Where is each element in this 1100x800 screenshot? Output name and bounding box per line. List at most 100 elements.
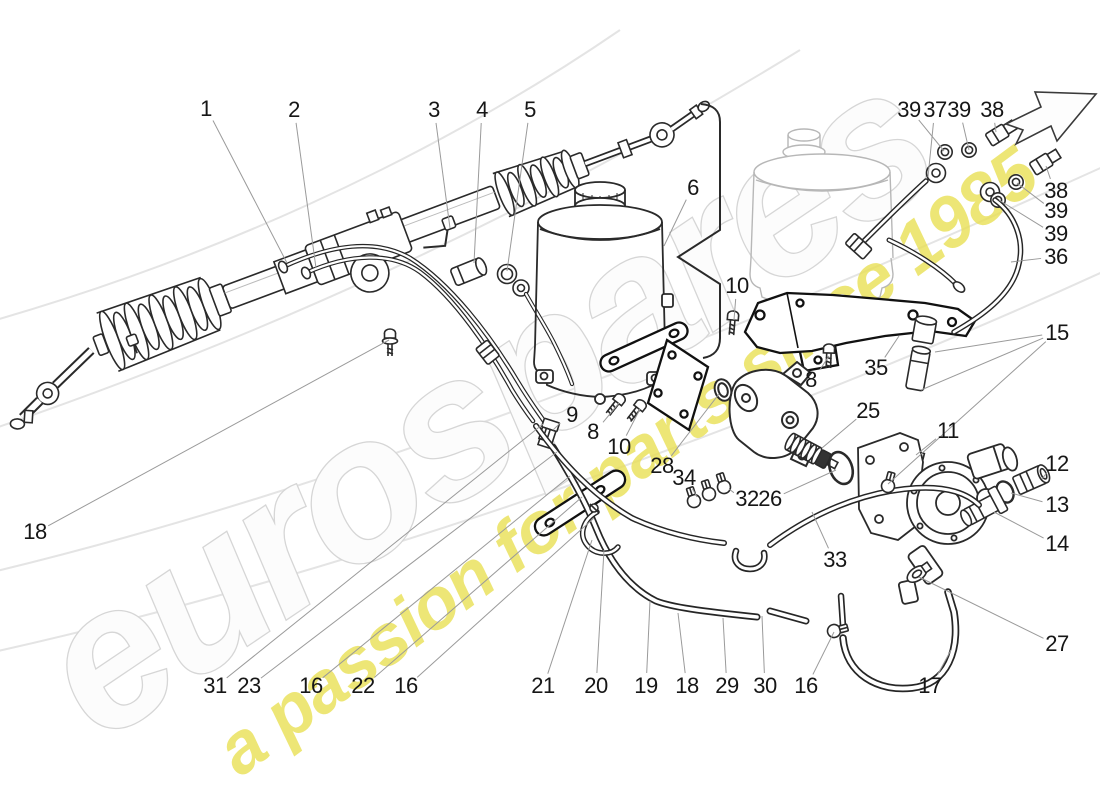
leader-line-38: [1045, 165, 1051, 180]
leader-line-27: [918, 576, 1044, 639]
callout-28[interactable]: 28: [650, 453, 674, 478]
leader-line-2: [295, 122, 317, 269]
leader-line-16: [416, 517, 595, 678]
leader-line-22: [374, 496, 583, 678]
clamp-32: [712, 470, 733, 496]
callout-23[interactable]: 23: [237, 673, 261, 698]
callout-16[interactable]: 16: [299, 673, 323, 698]
callout-10[interactable]: 10: [725, 273, 749, 298]
hook-clamp: [580, 503, 621, 556]
leader-line-14: [993, 511, 1044, 539]
clamp-29: [697, 477, 718, 503]
leader-line-9: [552, 422, 561, 431]
callout-17[interactable]: 17: [918, 673, 942, 698]
leader-line-28: [670, 393, 720, 457]
callout-16[interactable]: 16: [394, 673, 418, 698]
callout-8[interactable]: 8: [587, 419, 599, 444]
direction-arrow-icon: [1003, 91, 1098, 146]
callout-15[interactable]: 15: [1045, 320, 1069, 345]
callout-39[interactable]: 39: [1044, 221, 1068, 246]
spring-25: [784, 432, 839, 470]
callout-39[interactable]: 39: [1044, 198, 1068, 223]
callout-22[interactable]: 22: [351, 673, 375, 698]
callout-27[interactable]: 27: [1045, 631, 1069, 656]
leader-line-12: [1041, 472, 1047, 480]
o-ring-26: [827, 450, 855, 486]
rack-hoses: [277, 243, 575, 427]
leader-line-32: [728, 488, 735, 494]
callout-38[interactable]: 38: [1044, 178, 1068, 203]
banjo-hoses: [845, 119, 1063, 260]
leader-line-6: [663, 199, 687, 247]
callout-13[interactable]: 13: [1045, 492, 1069, 517]
callout-14[interactable]: 14: [1045, 531, 1069, 556]
callout-39[interactable]: 39: [897, 97, 921, 122]
leader-line-30: [761, 615, 765, 674]
callout-11[interactable]: 11: [937, 418, 959, 443]
callout-25[interactable]: 25: [856, 398, 880, 423]
fitting-14: [959, 485, 1009, 527]
drawing: [9, 100, 1063, 693]
leader-line-31: [226, 423, 544, 679]
callout-10[interactable]: 10: [607, 434, 631, 459]
bracket-35: [743, 291, 977, 373]
callout-37[interactable]: 37: [923, 97, 947, 122]
callout-1[interactable]: 1: [200, 96, 212, 121]
callout-5[interactable]: 5: [524, 97, 536, 122]
leader-line-15: [934, 334, 1043, 353]
leader-line-34: [692, 488, 698, 498]
leader-line-23: [260, 451, 558, 679]
callout-32[interactable]: 32: [735, 486, 759, 511]
screw-washer: [381, 328, 399, 356]
callout-26[interactable]: 26: [758, 486, 782, 511]
leader-line-15: [887, 341, 1047, 485]
callout-21[interactable]: 21: [531, 673, 555, 698]
callout-6[interactable]: 6: [687, 175, 699, 200]
leader-line-20: [596, 549, 605, 674]
leader-line-37: [927, 122, 934, 178]
callout-20[interactable]: 20: [584, 673, 608, 698]
return-hoses: [837, 588, 960, 693]
callout-18[interactable]: 18: [675, 673, 699, 698]
callout-16[interactable]: 16: [794, 673, 818, 698]
leader-line-26: [783, 469, 837, 495]
callout-33[interactable]: 33: [823, 547, 847, 572]
pressure-pipes: [533, 423, 810, 625]
leader-line-36: [1010, 257, 1042, 263]
leader-line-8: [602, 402, 620, 423]
pump: [857, 432, 1019, 605]
hose-36: [905, 197, 1024, 392]
leader-line-16: [322, 475, 571, 679]
leader-line-8: [819, 355, 830, 370]
callout-12[interactable]: 12: [1045, 451, 1069, 476]
callout-4[interactable]: 4: [476, 97, 488, 122]
callout-34[interactable]: 34: [672, 465, 696, 490]
callout-8[interactable]: 8: [805, 367, 817, 392]
leader-line-25: [821, 418, 857, 449]
callout-35[interactable]: 35: [864, 355, 888, 380]
callout-29[interactable]: 29: [715, 673, 739, 698]
callout-3[interactable]: 3: [428, 97, 440, 122]
leader-line-13: [1010, 492, 1043, 503]
leader-line-39: [918, 119, 945, 152]
leader-line-15: [920, 337, 1044, 391]
leader-line-39: [1016, 182, 1045, 204]
callout-36[interactable]: 36: [1044, 244, 1068, 269]
leader-line-29: [722, 617, 727, 674]
callout-39[interactable]: 39: [947, 97, 971, 122]
bushing: [450, 257, 488, 286]
leader-line-10: [625, 408, 641, 436]
callout-18[interactable]: 18: [23, 519, 47, 544]
callout-31[interactable]: 31: [203, 673, 227, 698]
leader-line-39: [962, 122, 970, 151]
callout-2[interactable]: 2: [288, 97, 300, 122]
callout-38[interactable]: 38: [980, 97, 1004, 122]
leader-lines: [47, 119, 1051, 679]
rack-clip: [125, 333, 139, 354]
callout-9[interactable]: 9: [566, 402, 578, 427]
leader-line-10: [733, 298, 737, 321]
leader-line-21: [547, 539, 593, 674]
callout-19[interactable]: 19: [634, 673, 658, 698]
callout-30[interactable]: 30: [753, 673, 777, 698]
